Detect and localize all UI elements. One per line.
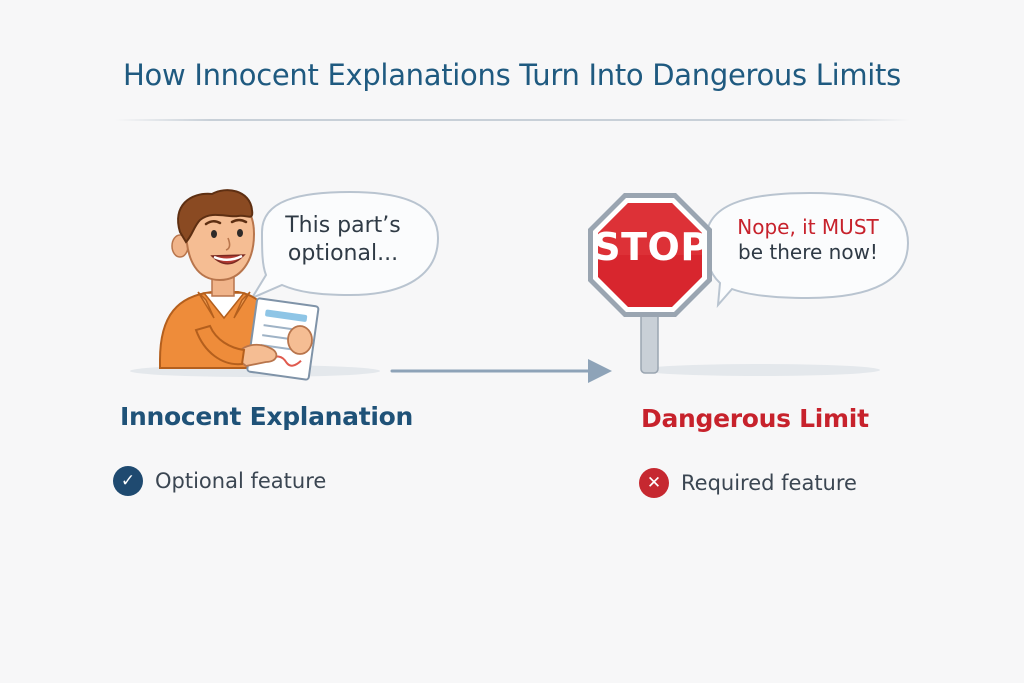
speech-right-line-2: be there now! xyxy=(718,240,898,265)
dangerous-limit-heading: Dangerous Limit xyxy=(641,404,869,433)
speech-bubble-left-text: This part’s optional... xyxy=(262,212,424,267)
speech-left-line-2: optional... xyxy=(262,240,424,268)
speech-left-line-1: This part’s xyxy=(285,213,401,238)
arrow-right-icon xyxy=(392,359,612,383)
speech-bubble-right-text: Nope, it MUST be there now! xyxy=(718,215,898,265)
ground-shadow-right xyxy=(640,364,880,376)
required-feature-label: Required feature xyxy=(681,471,857,495)
stop-sign-text: STOP xyxy=(588,225,714,269)
required-feature-item: ✕ Required feature xyxy=(639,468,857,498)
optional-feature-label: Optional feature xyxy=(155,469,326,493)
innocent-explanation-heading: Innocent Explanation xyxy=(120,402,413,431)
optional-feature-item: ✓ Optional feature xyxy=(113,466,326,496)
x-circle-icon: ✕ xyxy=(639,468,669,498)
speech-right-line-1: Nope, it MUST xyxy=(737,215,878,239)
check-circle-icon: ✓ xyxy=(113,466,143,496)
